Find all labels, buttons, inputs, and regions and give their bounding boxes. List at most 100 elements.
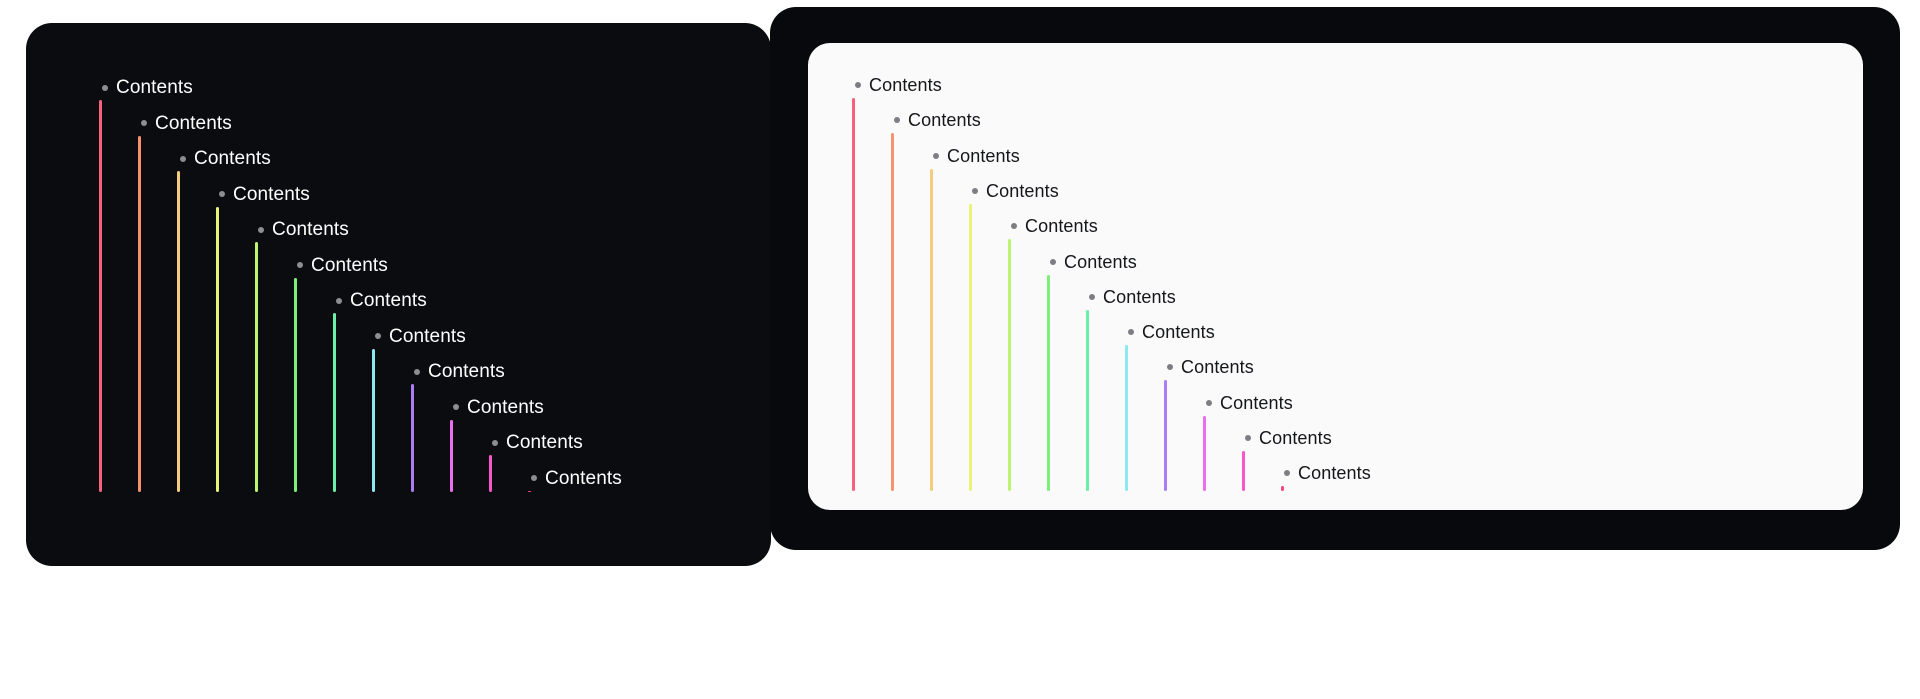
bar-line[interactable] [177, 171, 180, 492]
bar-label-text: Contents [467, 396, 544, 418]
bar-line[interactable] [1047, 274, 1050, 491]
bar-label: Contents [141, 114, 232, 133]
bullet-icon [894, 117, 900, 124]
bullet-icon [531, 475, 537, 481]
bar-label-text: Contents [272, 219, 349, 240]
bar-line[interactable] [1203, 415, 1206, 491]
bar-label-text: Contents [155, 112, 232, 134]
bar-label-text: Contents [233, 183, 310, 205]
bar-label-text: Contents [545, 467, 622, 489]
bar-label-text: Contents [1259, 428, 1332, 448]
bar-label: Contents [933, 147, 1020, 165]
bar-line[interactable] [372, 348, 375, 492]
bullet-icon [453, 404, 459, 410]
bar-label: Contents [531, 469, 622, 488]
bullet-icon [492, 439, 498, 446]
bullet-icon [1089, 293, 1095, 300]
bar-line[interactable] [216, 206, 219, 492]
bar-label: Contents [1128, 323, 1215, 341]
bar-label: Contents [297, 256, 388, 275]
bar-label: Contents [453, 398, 544, 417]
bar-label-text: Contents [1220, 392, 1293, 413]
bar-label-text: Contents [194, 148, 271, 169]
bullet-icon [375, 333, 381, 339]
bar-line[interactable] [333, 313, 336, 492]
bar-label: Contents [219, 185, 310, 204]
bullet-icon [1284, 470, 1290, 477]
bullet-icon [141, 120, 147, 126]
bar-line[interactable] [99, 100, 102, 492]
bullet-icon [855, 82, 861, 88]
bar-label-text: Contents [947, 145, 1020, 166]
bar-line[interactable] [852, 98, 855, 491]
bar-line[interactable] [450, 419, 453, 492]
bar-label: Contents [1011, 217, 1098, 235]
bar-line[interactable] [891, 133, 894, 491]
bar-label: Contents [375, 327, 466, 346]
bullet-icon [972, 187, 978, 194]
bullet-icon [102, 84, 108, 91]
bar-label-text: Contents [389, 325, 466, 347]
bar-label: Contents [1089, 288, 1176, 306]
bar-line[interactable] [930, 168, 933, 491]
bar-label: Contents [855, 76, 942, 94]
bar-label-text: Contents [986, 180, 1059, 201]
bullet-icon [1128, 329, 1134, 336]
bar-label-text: Contents [908, 110, 981, 131]
bullet-icon [297, 262, 303, 268]
bullet-icon [219, 191, 225, 197]
bullet-icon [1206, 399, 1212, 406]
bullet-icon [1167, 364, 1173, 371]
bar-label: Contents [1050, 253, 1137, 271]
bar-label-text: Contents [506, 432, 583, 453]
bar-line[interactable] [138, 135, 141, 492]
bar-label: Contents [1167, 358, 1254, 376]
bullet-icon [414, 368, 420, 375]
bar-line[interactable] [255, 242, 258, 492]
bar-line[interactable] [489, 455, 492, 492]
bar-label: Contents [972, 182, 1059, 200]
bar-label: Contents [1206, 394, 1293, 412]
bar-label: Contents [492, 433, 583, 452]
bullet-icon [933, 152, 939, 159]
bar-label-text: Contents [1025, 216, 1098, 237]
bar-label: Contents [894, 111, 981, 129]
bar-line[interactable] [1164, 380, 1167, 491]
bar-label-text: Contents [311, 254, 388, 276]
bar-label: Contents [258, 220, 349, 239]
bar-label: Contents [1245, 429, 1332, 447]
bar-label-text: Contents [1181, 357, 1254, 378]
bar-label-text: Contents [1064, 251, 1137, 272]
bar-label-text: Contents [1103, 286, 1176, 307]
bullet-icon [336, 297, 342, 304]
bar-line[interactable] [1281, 486, 1284, 491]
bar-label: Contents [180, 149, 271, 168]
bar-line[interactable] [1086, 309, 1089, 491]
bar-label: Contents [336, 291, 427, 310]
bar-line[interactable] [1242, 451, 1245, 491]
bar-label-text: Contents [1298, 463, 1371, 484]
bar-line[interactable] [1125, 345, 1128, 491]
bullet-icon [1011, 223, 1017, 230]
bar-label-text: Contents [428, 361, 505, 382]
bullet-icon [1050, 258, 1056, 265]
bar-line[interactable] [969, 203, 972, 491]
bar-label: Contents [1284, 464, 1371, 482]
bullet-icon [1245, 435, 1251, 441]
bar-label-text: Contents [1142, 322, 1215, 343]
bar-label: Contents [414, 362, 505, 381]
bar-line[interactable] [528, 490, 531, 492]
bar-line[interactable] [1008, 239, 1011, 491]
bullet-icon [258, 226, 264, 233]
bar-line[interactable] [411, 384, 414, 492]
bar-label-text: Contents [869, 75, 942, 95]
bar-label-text: Contents [350, 290, 427, 311]
bar-label-text: Contents [116, 77, 193, 98]
bar-line[interactable] [294, 277, 297, 492]
